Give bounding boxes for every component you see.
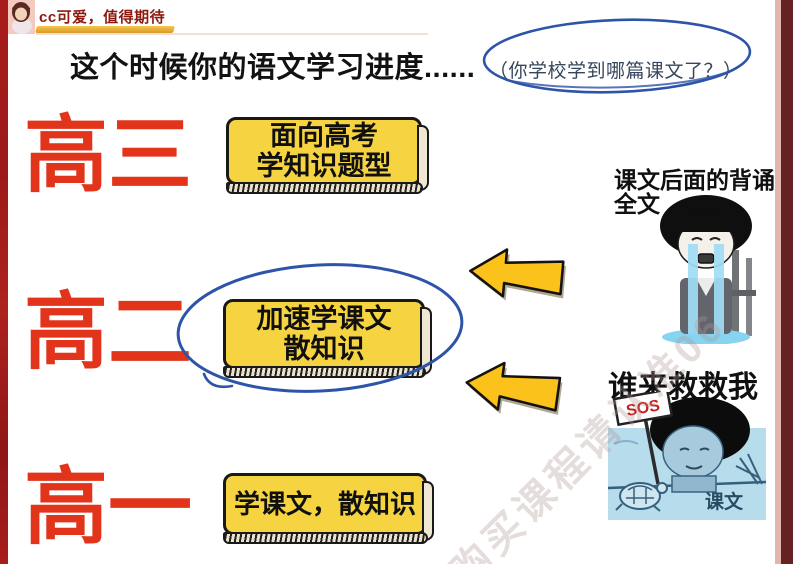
- crying-figure-illustration: [660, 195, 756, 344]
- grade-3-progress-box: 面向高考 学知识题型: [226, 117, 429, 194]
- box-line: 学知识题型: [256, 151, 392, 181]
- pen-circle-highlight: [176, 263, 464, 393]
- grade-1-progress-box: 学课文，散知识: [223, 473, 434, 544]
- handwritten-note: （你学校学到哪篇课文了？）: [489, 61, 743, 82]
- channel-name: cc可爱，值得期待: [39, 9, 166, 26]
- header-divider: [36, 33, 428, 35]
- water-label: 课文: [705, 490, 744, 513]
- grade-1-label: 高一: [24, 460, 193, 554]
- grade-2-progress-box: 加速学课文 散知识: [223, 299, 432, 378]
- box-line: 学课文，散知识: [233, 489, 416, 519]
- drowning-figure-illustration: SOS 课文: [607, 392, 767, 520]
- presenter-avatar: [8, 0, 35, 34]
- pen-circle-note: [482, 18, 752, 94]
- turtle-illustration: [615, 482, 668, 512]
- sos-sign-label: SOS: [625, 397, 662, 420]
- box-line: 加速学课文: [256, 304, 392, 334]
- box-line: 面向高考: [270, 121, 378, 151]
- left-arrow-icon: [465, 361, 563, 415]
- grade-3-label: 高三: [24, 108, 193, 202]
- brand-underline: [35, 26, 175, 33]
- slide-title: 这个时候你的语文学习进度......: [70, 52, 476, 84]
- meme-caption-recite: 课文后面的背诵 全文: [614, 167, 775, 217]
- grade-2-label: 高二: [24, 285, 193, 379]
- right-frame-strip-inner: [775, 0, 781, 564]
- box-line: 散知识: [283, 334, 365, 364]
- left-frame-strip: [0, 0, 8, 564]
- left-arrow-icon: [469, 248, 567, 301]
- right-frame-strip: [781, 0, 793, 564]
